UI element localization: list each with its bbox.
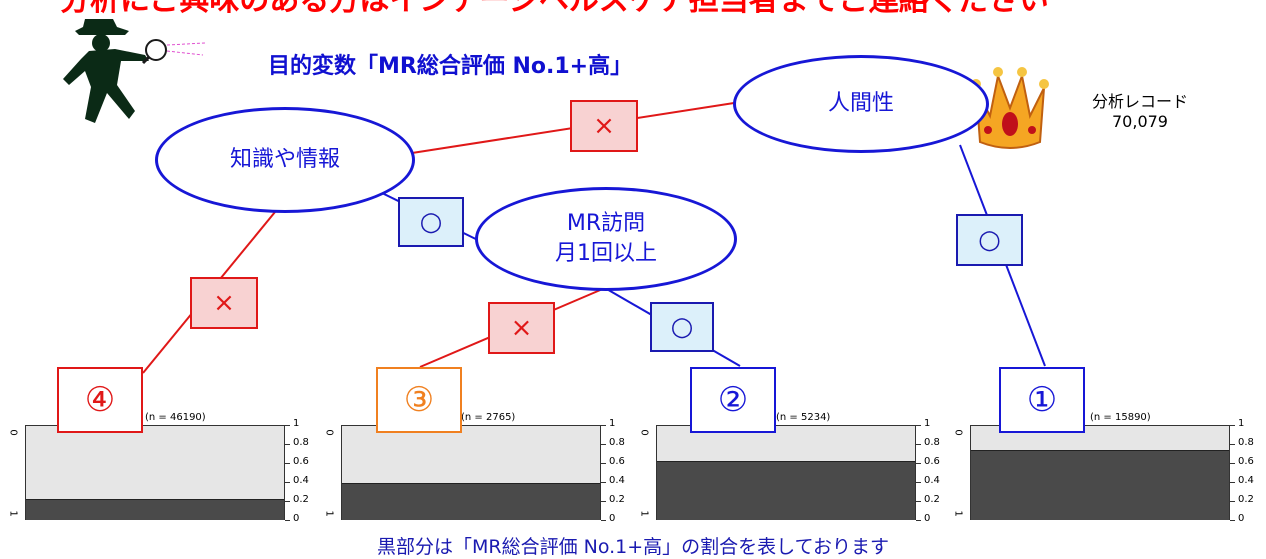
branch-mark-yes: ○ [956,214,1023,266]
y-tick-label: 1 [924,418,931,429]
y-tick-label: 1 [609,418,616,429]
y-tick-mark [285,425,290,426]
y-tick-label: 0.2 [924,494,940,505]
bar-dark-segment [971,449,1229,520]
leaf-number-label: ④ [57,367,143,433]
node-humanity: 人間性 [733,55,989,153]
node-mr-visit: MR訪問 月1回以上 [475,187,737,291]
category-label: 0 [7,429,19,436]
leaf-number-label: ③ [376,367,462,433]
branch-mark-yes: ○ [650,302,714,352]
bar-dark-segment [342,482,600,520]
y-tick-mark [601,463,606,464]
y-tick-label: 1 [1238,418,1245,429]
record-count: 70,079 [1112,112,1168,131]
y-tick-mark [285,463,290,464]
mark-yes-glyph: ○ [419,207,443,237]
y-tick-label: 0.4 [1238,475,1254,486]
node-knowledge-label: 知識や情報 [229,147,340,172]
category-label: 1 [323,510,335,517]
y-tick-mark [916,463,921,464]
y-tick-mark [601,501,606,502]
y-tick-mark [285,501,290,502]
banner-text: 分析にご興味のある方はインテージヘルスケア担当者までご連絡ください [60,0,1049,16]
bar-n-label: (n = 5234) [776,412,831,423]
category-label: 1 [952,510,964,517]
y-tick-label: 1 [293,418,300,429]
category-label: 0 [323,429,335,436]
y-tick-mark [285,520,290,521]
node-humanity-label: 人間性 [827,91,894,116]
node-mr-visit-label: MR訪問 月1回以上 [555,211,657,266]
y-tick-mark [916,425,921,426]
leaf-number-label: ② [690,367,776,433]
y-tick-mark [601,444,606,445]
y-tick-mark [601,520,606,521]
y-tick-mark [285,482,290,483]
y-tick-label: 0 [1238,513,1245,524]
y-tick-label: 0 [924,513,931,524]
y-tick-label: 0 [609,513,616,524]
y-tick-label: 0.2 [609,494,625,505]
branch-mark-no: × [570,100,638,152]
y-tick-mark [1230,463,1235,464]
y-tick-label: 0.4 [609,475,625,486]
branch-mark-no: × [190,277,258,329]
mark-no-glyph: × [510,313,533,343]
mark-yes-glyph: ○ [978,225,1001,255]
top-banner: 分析にご興味のある方はインテージヘルスケア担当者までご連絡ください [60,0,1210,16]
y-tick-mark [1230,520,1235,521]
y-tick-mark [1230,444,1235,445]
y-tick-mark [916,501,921,502]
branch-mark-yes: ○ [398,197,464,247]
y-tick-mark [1230,501,1235,502]
detective-icon [63,19,206,123]
y-tick-label: 0.8 [609,437,625,448]
y-tick-label: 0.6 [293,456,309,467]
category-label: 0 [952,429,964,436]
y-tick-label: 0.6 [924,456,940,467]
y-tick-mark [916,444,921,445]
leaf-number-label: ① [999,367,1085,433]
y-tick-mark [916,520,921,521]
branch-mark-no: × [488,302,555,354]
y-tick-label: 0.4 [924,475,940,486]
mark-no-glyph: × [593,111,615,141]
y-tick-label: 0.6 [1238,456,1254,467]
category-label: 0 [638,429,650,436]
y-tick-mark [1230,425,1235,426]
y-tick-label: 0.8 [293,437,309,448]
chart-title: 目的変数「MR総合評価 No.1+高」 [268,54,633,79]
category-label: 1 [7,510,19,517]
y-tick-label: 0.8 [1238,437,1254,448]
crown-icon [971,67,1049,149]
mark-yes-glyph: ○ [670,312,694,342]
footer-note: 黒部分は「MR総合評価 No.1+高」の割合を表しております [376,536,890,558]
y-tick-mark [916,482,921,483]
mark-no-glyph: × [213,288,235,318]
y-tick-label: 0.2 [1238,494,1254,505]
y-tick-mark [601,482,606,483]
y-tick-label: 0 [293,513,300,524]
y-tick-mark [1230,482,1235,483]
record-count-block: 分析レコード 70,079 [1060,92,1220,132]
y-tick-label: 0.6 [609,456,625,467]
node-knowledge: 知識や情報 [155,107,415,213]
bar-n-label: (n = 15890) [1090,412,1151,423]
record-label: 分析レコード [1091,92,1188,111]
y-tick-label: 0.8 [924,437,940,448]
bar-n-label: (n = 46190) [145,412,206,423]
y-tick-label: 0.4 [293,475,309,486]
y-tick-label: 0.2 [293,494,309,505]
bar-dark-segment [657,461,915,520]
y-tick-mark [601,425,606,426]
category-label: 1 [638,510,650,517]
bar-n-label: (n = 2765) [461,412,516,423]
y-tick-mark [285,444,290,445]
bar-dark-segment [26,499,284,520]
